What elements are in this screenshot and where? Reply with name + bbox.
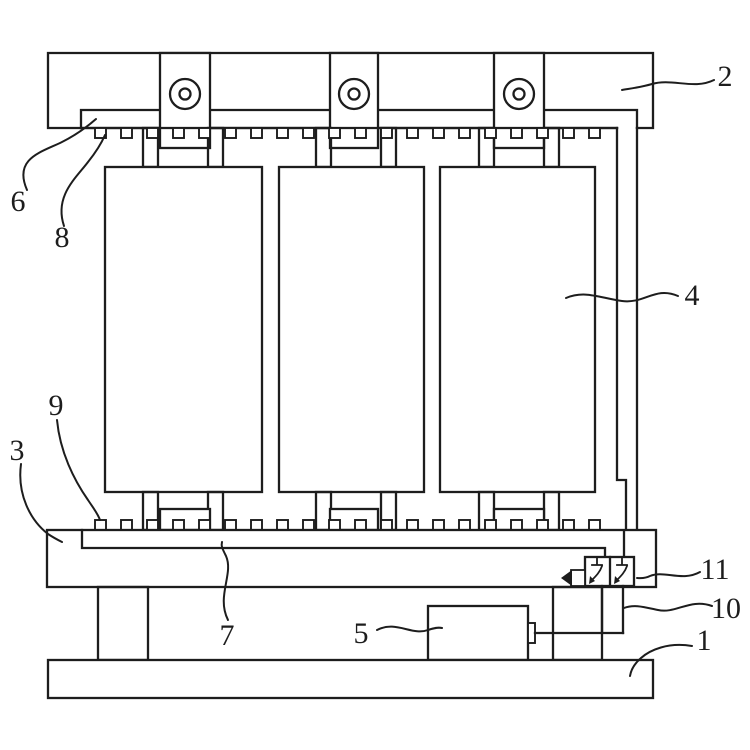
valve-pilot-arrow: [561, 570, 572, 586]
part-label-9: 9: [48, 389, 64, 422]
part-label-6: 6: [10, 185, 26, 218]
part-label-8: 8: [54, 221, 70, 254]
part-label-4: 4: [684, 279, 700, 312]
leader-2: [621, 79, 715, 91]
part-label-7: 7: [219, 619, 235, 652]
bolt-circle-inner-3: [512, 87, 526, 101]
left-support-leg: [96, 585, 150, 662]
drop-pipe-10: [600, 584, 625, 635]
part-label-1: 1: [696, 624, 712, 657]
valve-symbol-left: [590, 556, 604, 582]
bolt-circle-inner-2: [347, 87, 361, 101]
tooth: [94, 519, 107, 531]
coil-2: [277, 165, 426, 494]
part-label-2: 2: [717, 60, 733, 93]
right-pipe: [615, 126, 639, 533]
bottom-plate: [45, 528, 658, 589]
part-label-5: 5: [353, 617, 369, 650]
valve-pilot-port: [570, 569, 586, 587]
part-label-11: 11: [700, 553, 730, 586]
leader-3: [19, 463, 63, 543]
coil-3: [438, 165, 597, 494]
leader-10: [623, 602, 713, 612]
leader-8: [60, 134, 106, 227]
valve-cell-symbols: [589, 556, 629, 584]
base-plate: [46, 658, 655, 700]
leader-6: [22, 118, 97, 191]
right-support-leg: [551, 585, 604, 662]
part-label-3: 3: [9, 434, 25, 467]
leader-7: [220, 541, 230, 621]
leader-1: [629, 644, 693, 677]
pump-unit-5: [426, 604, 530, 662]
valve-symbol-right: [615, 556, 629, 582]
leader-lines: [19, 79, 715, 677]
leader-9: [56, 419, 101, 521]
tooth: [94, 127, 107, 139]
bolt-circle-inner-1: [178, 87, 192, 101]
leader-4: [565, 291, 679, 303]
leader-5: [376, 625, 443, 633]
bottom-press-plate: [80, 528, 607, 559]
part-label-10: 10: [711, 592, 741, 625]
coil-1: [103, 165, 264, 494]
valve-arrowhead-left: [589, 576, 595, 584]
leader-11: [636, 571, 701, 580]
valve-arrowhead-right: [614, 576, 620, 584]
top-teeth-row: [94, 127, 601, 139]
